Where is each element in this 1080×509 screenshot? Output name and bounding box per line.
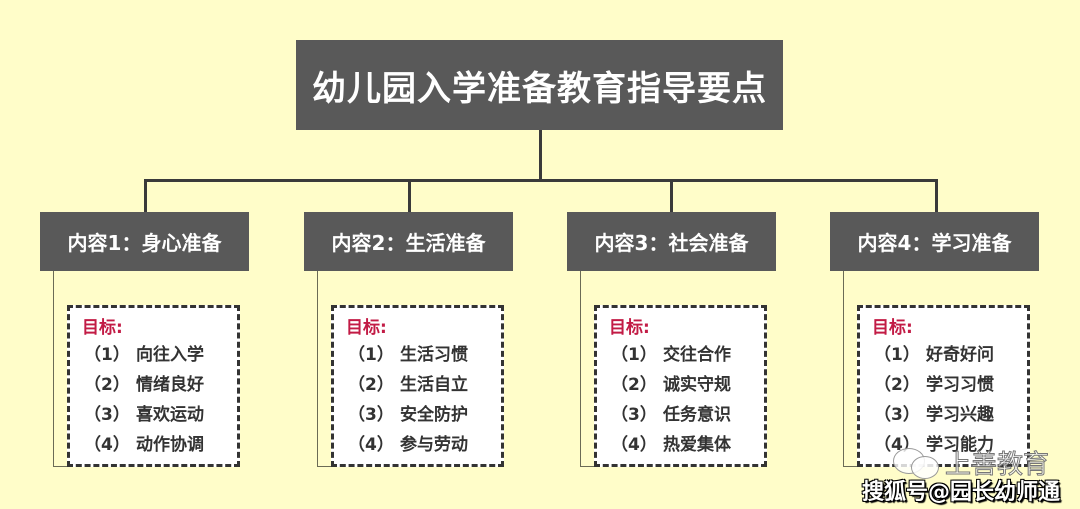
- goal-connector-3-vertical: [580, 271, 581, 467]
- goal-item: （3） 喜欢运动: [82, 400, 237, 430]
- goal-text: 生活自立: [400, 375, 468, 395]
- goal-item: （1） 交往合作: [609, 340, 764, 370]
- goal-item: （4） 热爱集体: [609, 430, 764, 460]
- goal-item: （1） 生活习惯: [346, 340, 501, 370]
- goal-label: 目标:: [346, 318, 387, 338]
- category-box-life: 内容2：生活准备: [304, 212, 513, 271]
- goal-text: 情绪良好: [136, 375, 204, 395]
- diagram-title: 幼儿园入学准备教育指导要点: [296, 40, 783, 130]
- goal-item: （4）学习能力: [872, 430, 1027, 460]
- goal-number: （2）: [611, 375, 657, 395]
- goal-text: 任务意识: [663, 405, 731, 425]
- watermark-brand-text: 上善教育: [944, 450, 1050, 481]
- goal-item: （3） 任务意识: [609, 400, 764, 430]
- goal-item: （4） 动作协调: [82, 430, 237, 460]
- watermark-source: 搜狐号@园长幼师通: [862, 480, 1061, 505]
- goal-box-learning: 目标: （1） 好奇好问 （2） 学习习惯 （3） 学习兴趣 （4）学习能力: [857, 305, 1030, 467]
- goal-text: 学习兴趣: [926, 405, 994, 425]
- goal-item: （3） 安全防护: [346, 400, 501, 430]
- branch-connector-3: [670, 179, 673, 212]
- goal-number: （1）: [874, 345, 920, 365]
- goal-item: （4） 参与劳动: [346, 430, 501, 460]
- goal-connector-4-vertical: [843, 271, 844, 467]
- goal-connector-4-horizontal: [843, 466, 859, 467]
- goal-item: （2） 生活自立: [346, 370, 501, 400]
- goal-label: 目标:: [609, 318, 650, 338]
- goal-item: （2） 学习习惯: [872, 370, 1027, 400]
- goal-number: （4）: [348, 435, 394, 455]
- goal-number: （1）: [84, 345, 130, 365]
- goal-item: （1） 向往入学: [82, 340, 237, 370]
- goal-box-social: 目标: （1） 交往合作 （2） 诚实守规 （3） 任务意识 （4） 热爱集体: [594, 305, 767, 467]
- goal-connector-2-horizontal: [317, 466, 333, 467]
- goal-text: 诚实守规: [663, 375, 731, 395]
- goal-number: （1）: [611, 345, 657, 365]
- goal-number: （4）: [84, 435, 130, 455]
- goal-number: （3）: [611, 405, 657, 425]
- goal-label: 目标:: [82, 318, 123, 338]
- goal-text: 学习能力: [926, 435, 994, 455]
- goal-text: 好奇好问: [926, 345, 994, 365]
- category-box-learning: 内容4：学习准备: [830, 212, 1039, 271]
- branch-connector-2: [408, 179, 411, 212]
- goal-label: 目标:: [872, 318, 913, 338]
- goal-item: （2） 诚实守规: [609, 370, 764, 400]
- horizontal-connector: [144, 179, 938, 182]
- goal-item: （3） 学习兴趣: [872, 400, 1027, 430]
- goal-connector-3-horizontal: [580, 466, 596, 467]
- goal-box-life: 目标: （1） 生活习惯 （2） 生活自立 （3） 安全防护 （4） 参与劳动: [331, 305, 504, 467]
- branch-connector-1: [144, 179, 147, 212]
- goal-connector-1-horizontal: [53, 466, 69, 467]
- branch-connector-4: [935, 179, 938, 212]
- goal-text: 动作协调: [136, 435, 204, 455]
- goal-connector-2-vertical: [317, 271, 318, 467]
- goal-text: 交往合作: [663, 345, 731, 365]
- goal-item: （2） 情绪良好: [82, 370, 237, 400]
- goal-number: （1）: [348, 345, 394, 365]
- title-connector: [539, 130, 542, 181]
- goal-number: （2）: [348, 375, 394, 395]
- wechat-icon: [893, 447, 939, 479]
- goal-text: 生活习惯: [400, 345, 468, 365]
- goal-number: （3）: [874, 405, 920, 425]
- watermark-brand: 上善教育: [893, 444, 1050, 481]
- category-box-physical: 内容1：身心准备: [40, 212, 249, 271]
- goal-text: 向往入学: [136, 345, 204, 365]
- goal-box-physical: 目标: （1） 向往入学 （2） 情绪良好 （3） 喜欢运动 （4） 动作协调: [67, 305, 240, 467]
- goal-text: 喜欢运动: [136, 405, 204, 425]
- goal-number: （2）: [84, 375, 130, 395]
- goal-text: 热爱集体: [663, 435, 731, 455]
- goal-text: 安全防护: [400, 405, 468, 425]
- goal-number: （2）: [874, 375, 920, 395]
- goal-text: 参与劳动: [400, 435, 468, 455]
- category-box-social: 内容3：社会准备: [567, 212, 776, 271]
- goal-item: （1） 好奇好问: [872, 340, 1027, 370]
- goal-number: （3）: [348, 405, 394, 425]
- goal-number: （3）: [84, 405, 130, 425]
- goal-connector-1-vertical: [53, 271, 54, 467]
- goal-text: 学习习惯: [926, 375, 994, 395]
- goal-number: （4）: [611, 435, 657, 455]
